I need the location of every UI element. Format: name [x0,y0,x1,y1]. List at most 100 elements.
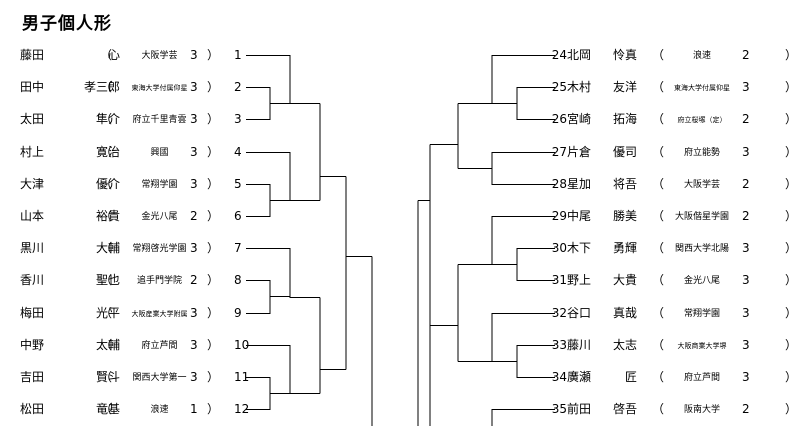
entrant-given-name: 拓海 [612,112,637,127]
entrant-family-name: 木村 [567,80,592,95]
entrant-given-name: 寛治 [95,144,120,159]
paren-close: ） [785,337,798,352]
paren-open: （ [100,48,113,62]
entrant-seed-number: 4 [234,144,242,159]
entrant-family-name: 谷口 [567,305,592,320]
entrant-grade: 2 [742,176,750,191]
paren-open: （ [100,273,113,288]
entrant-school: 府立千里青雲 [132,115,187,126]
entrant-given-name: 裕貴 [95,209,120,223]
entrant-seed-number: 2 [234,80,242,95]
paren-close: ） [207,305,220,320]
entrant-school: 追手門学院 [136,276,182,287]
entrant-given-name: 聖也 [95,273,120,288]
entrant-given-name: 太輔 [95,337,120,352]
paren-close: ） [207,176,220,191]
entrant-family-name: 太田 [20,112,45,127]
entrant-given-name: 友洋 [612,80,637,95]
entrant-grade: 3 [190,305,198,320]
entrant-given-name: 啓吾 [612,402,637,417]
entrant-school: 大阪産業大学附属 [131,309,188,318]
paren-close: ） [207,209,220,223]
entrant-seed-number: 3 [234,112,242,127]
paren-close: ） [785,80,798,95]
paren-open: （ [652,370,665,384]
paren-open: （ [100,80,113,95]
entrant-seed-number: 11 [234,370,250,384]
entrant-seed-number: 30 [551,241,567,256]
entrant-grade: 3 [742,337,750,352]
entrant-grade: 3 [742,305,750,320]
bracket-line [246,152,320,201]
entrant-grade: 2 [742,112,750,127]
entrant-school: 金光八尾 [683,276,720,287]
paren-close: ） [207,48,220,62]
entrant-seed-number: 29 [551,209,567,223]
paren-close: ） [207,273,220,288]
bracket-line [458,313,555,362]
page-title: 男子個人形 [22,14,112,34]
paren-open: （ [100,370,113,384]
entrant-family-name: 松田 [20,402,45,417]
entrant-school: 関西大学第一 [132,373,187,383]
entrant-grade: 3 [742,80,750,95]
entrant-family-name: 廣瀬 [567,370,592,384]
entrant-grade: 2 [742,402,750,417]
entrant-given-name: 怜真 [612,48,637,62]
paren-close: ） [207,241,220,256]
entrant-school: 大阪学芸 [141,51,178,61]
entrant-grade: 3 [742,241,750,256]
entrant-family-name: 北岡 [567,48,592,62]
paren-close: ） [785,402,798,417]
paren-close: ） [207,112,220,127]
entrant-family-name: 山本 [20,209,45,223]
entrant-family-name: 香川 [20,273,45,288]
bracket-line [246,280,271,314]
entrant-grade: 3 [190,112,198,127]
entrant-seed-number: 9 [234,305,242,320]
paren-open: （ [652,176,665,191]
entrant-school: 常翔学園 [141,179,178,190]
entrant-family-name: 片倉 [567,144,592,159]
entrant-school: 府立桜塚（定） [677,116,727,125]
paren-open: （ [100,305,113,320]
paren-open: （ [652,273,665,288]
entrant-given-name: 優司 [612,144,637,159]
entrant-grade: 2 [190,209,198,223]
entrant-school: 浪速 [692,51,711,61]
entrant-given-name: 匠 [624,370,637,384]
entrant-family-name: 藤川 [567,337,592,352]
paren-close: ） [785,176,798,191]
entrant-given-name: 竜基 [95,402,120,417]
entrant-given-name: 将吾 [612,176,637,191]
paren-open: （ [100,144,113,159]
paren-open: （ [100,176,113,191]
entrant-given-name: 太志 [612,337,637,352]
entrant-given-name: 大輔 [95,241,120,256]
entrant-family-name: 黒川 [20,241,45,256]
entrant-grade: 3 [742,144,750,159]
paren-close: ） [207,402,220,417]
entrant-school: 大阪偕星学園 [674,212,729,222]
entrant-school: 東海大学付属仰星 [131,84,188,93]
entrant-family-name: 田中 [20,80,45,95]
entrant-school: 府立芦間 [683,373,720,383]
bracket-line [246,184,271,217]
entrant-family-name: 吉田 [20,370,45,384]
paren-open: （ [652,144,665,159]
bracket-line [246,248,320,298]
entrant-seed-number: 5 [234,176,242,191]
entrant-seed-number: 24 [551,48,567,62]
entrant-given-name: 優介 [95,176,120,191]
bracket-line [246,55,320,104]
paren-close: ） [207,80,220,95]
entrant-seed-number: 7 [234,241,242,256]
entrant-seed-number: 35 [551,402,567,417]
entrant-family-name: 中尾 [567,209,592,223]
paren-open: （ [652,241,665,256]
entrant-seed-number: 26 [551,112,567,127]
entrant-given-name: 光平 [95,305,120,320]
paren-close: ） [785,241,798,256]
entrant-given-name: 大貴 [612,273,637,288]
